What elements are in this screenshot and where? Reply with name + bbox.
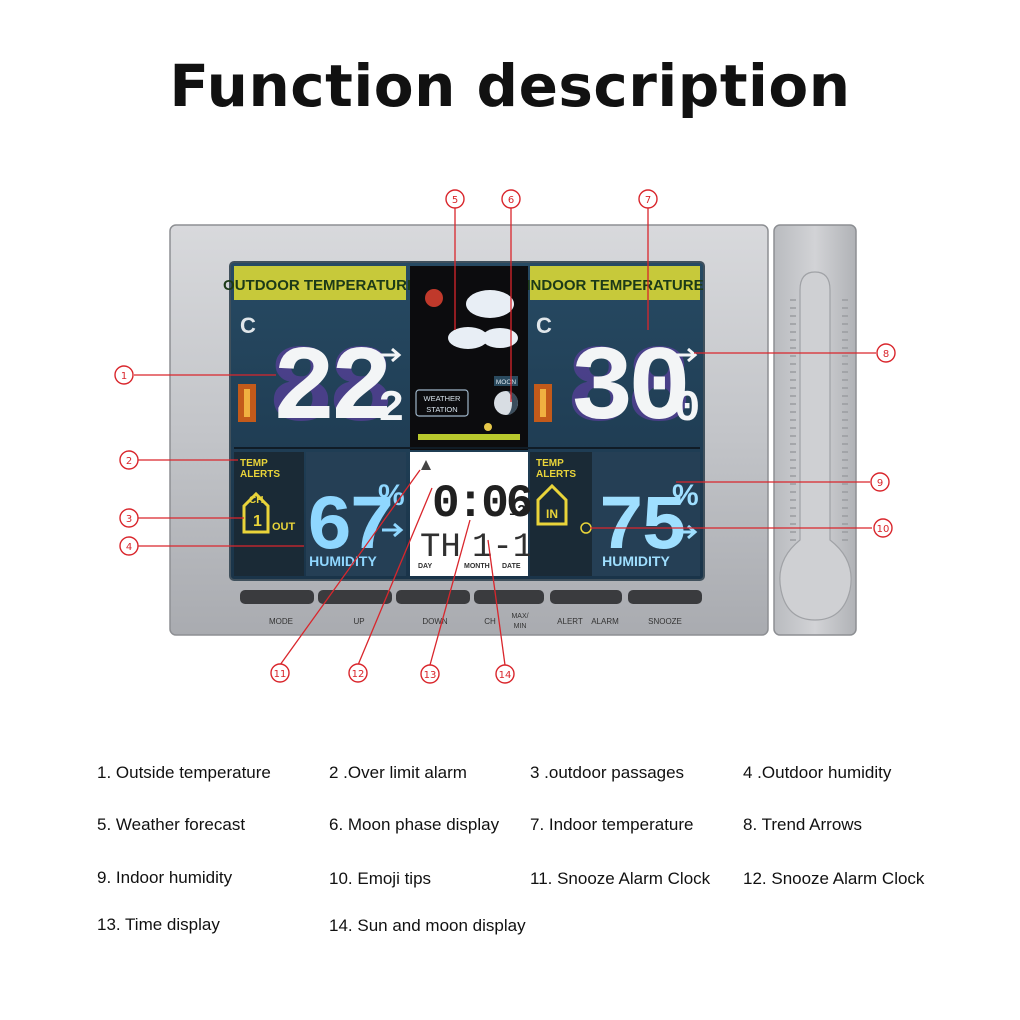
svg-text:2: 2 bbox=[126, 456, 132, 467]
legend-item-11: 11. Snooze Alarm Clock bbox=[530, 869, 711, 888]
legend-item-3: 3 .outdoor passages bbox=[530, 763, 685, 782]
svg-text:14: 14 bbox=[499, 670, 512, 681]
indoor-temp-main: 30 bbox=[570, 330, 686, 450]
in-label: IN bbox=[546, 507, 558, 521]
page-title: Function description bbox=[169, 52, 851, 120]
legend-item-6: 6. Moon phase display bbox=[329, 815, 500, 834]
month-label: MONTH bbox=[464, 563, 490, 570]
legend-item-14: 14. Sun and moon display bbox=[329, 916, 526, 935]
svg-text:6: 6 bbox=[508, 195, 514, 206]
alert-button-label: ALERT bbox=[557, 617, 583, 626]
outdoor-header: OUTDOOR TEMPERATURE bbox=[223, 277, 417, 294]
outdoor-humidity-label: HUMIDITY bbox=[309, 553, 377, 569]
sun-icon bbox=[425, 289, 443, 307]
legend-item-9: 9. Indoor humidity bbox=[97, 868, 233, 887]
indoor-temp-alerts-label-1: TEMP bbox=[536, 458, 564, 469]
legend-item-2: 2 .Over limit alarm bbox=[329, 763, 467, 782]
callout-numbers: 1 2 3 4 5 6 7 8 9 10 11 12 13 14 bbox=[121, 195, 890, 681]
svg-text:88: 88 bbox=[268, 329, 389, 454]
weather-station-label-1: WEATHER bbox=[424, 394, 462, 403]
outdoor-humidity-percent: % bbox=[378, 479, 405, 512]
mode-button-label: MODE bbox=[269, 617, 293, 626]
indoor-trend-arrow-icon bbox=[676, 347, 698, 363]
svg-text:1: 1 bbox=[121, 371, 127, 382]
up-button-label: UP bbox=[353, 617, 364, 626]
indoor-house-icon bbox=[536, 483, 568, 526]
legend-item-8: 8. Trend Arrows bbox=[743, 815, 863, 834]
legend-item-7: 7. Indoor temperature bbox=[530, 815, 694, 834]
outdoor-temp-decimal: 2 bbox=[378, 384, 404, 434]
day-label: DAY bbox=[418, 563, 432, 570]
svg-text:12: 12 bbox=[352, 669, 365, 680]
down-button-label: DOWN bbox=[422, 617, 448, 626]
ch-button-label: CH bbox=[484, 617, 496, 626]
button-row: MODE UP DOWN CH MAX/ MIN ALERT ALARM SNO… bbox=[240, 590, 702, 630]
outdoor-temp-alerts-label-1: TEMP bbox=[240, 458, 268, 469]
svg-text:11: 11 bbox=[274, 669, 287, 680]
svg-text:10: 10 bbox=[877, 524, 890, 535]
bell-icon bbox=[421, 460, 431, 470]
indoor-unit: C bbox=[536, 313, 552, 338]
legend-item-13: 13. Time display bbox=[97, 915, 220, 934]
svg-text:88: 88 bbox=[566, 329, 687, 454]
out-label: OUT bbox=[272, 521, 296, 533]
outdoor-house-icon bbox=[242, 491, 270, 534]
callout-markers bbox=[114, 189, 896, 684]
date-display: 1-1 bbox=[472, 529, 533, 567]
date-label: DATE bbox=[502, 563, 521, 570]
time-seconds: 12 bbox=[509, 502, 526, 519]
indoor-temp-decimal: 0 bbox=[674, 384, 700, 434]
indoor-header: INDOOR TEMPERATURE bbox=[526, 277, 703, 294]
svg-text:3: 3 bbox=[126, 514, 132, 525]
svg-text:7: 7 bbox=[645, 195, 651, 206]
alarm-button-label: ALARM bbox=[591, 617, 619, 626]
outdoor-temp-alerts-label-2: ALERTS bbox=[240, 469, 280, 480]
callouts bbox=[134, 208, 876, 666]
svg-text:MAX/: MAX/ bbox=[511, 613, 528, 620]
svg-text:9: 9 bbox=[877, 478, 883, 489]
legend-item-1: 1. Outside temperature bbox=[97, 763, 271, 782]
cloud-icon bbox=[448, 327, 488, 349]
legend-item-5: 5. Weather forecast bbox=[97, 815, 246, 834]
legend-item-12: 12. Snooze Alarm Clock bbox=[743, 869, 925, 888]
cloud-icon bbox=[482, 328, 518, 348]
svg-text:MIN: MIN bbox=[514, 623, 527, 630]
snooze-button-label: SNOOZE bbox=[648, 617, 682, 626]
indoor-humidity-percent: % bbox=[672, 479, 699, 512]
lcd-screen: OUTDOOR TEMPERATURE INDOOR TEMPERATURE W… bbox=[223, 261, 705, 581]
outdoor-unit: C bbox=[240, 313, 256, 338]
time-display: 0:06 bbox=[432, 478, 532, 530]
day-display: TH bbox=[420, 529, 461, 567]
outdoor-temp-main: 22 bbox=[272, 330, 388, 450]
weather-station-label-2: STATION bbox=[426, 405, 457, 414]
channel-label: CH bbox=[249, 495, 263, 506]
legend-item-10: 10. Emoji tips bbox=[329, 869, 432, 888]
legend-item-4: 4 .Outdoor humidity bbox=[743, 763, 892, 782]
svg-text:5: 5 bbox=[452, 195, 458, 206]
svg-text:13: 13 bbox=[424, 670, 437, 681]
svg-text:4: 4 bbox=[126, 542, 132, 553]
moon-label: MOON bbox=[496, 379, 517, 386]
side-ridges bbox=[790, 299, 848, 541]
outdoor-humidity-value: 67 bbox=[306, 484, 392, 572]
channel-number: 1 bbox=[253, 513, 262, 530]
cloud-icon bbox=[466, 290, 514, 318]
indoor-humidity-label: HUMIDITY bbox=[602, 553, 670, 569]
indoor-temp-alerts-label-2: ALERTS bbox=[536, 469, 576, 480]
outdoor-trend-arrow-icon bbox=[380, 347, 402, 363]
outdoor-humidity-arrow-icon bbox=[382, 522, 404, 538]
svg-text:8: 8 bbox=[883, 349, 889, 360]
